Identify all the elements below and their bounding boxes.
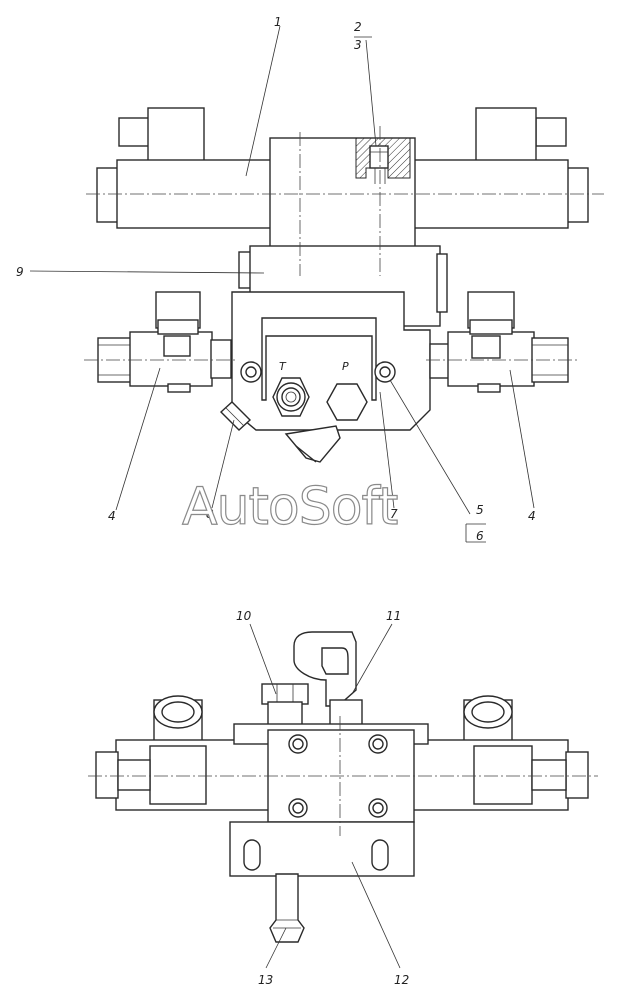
label-5: 5 (476, 503, 484, 517)
label-8: 8 (206, 507, 214, 521)
labels: 1 2 3 9 4 8 7 5 6 4 10 11 12 13 T P (16, 15, 536, 987)
right-fitting (429, 291, 569, 393)
label-1: 1 (274, 15, 282, 29)
top-view (84, 107, 604, 463)
leader-lines (29, 25, 535, 969)
front-plate (219, 291, 431, 463)
elbow-fitting (293, 631, 363, 727)
label-4-left: 4 (108, 509, 116, 523)
label-6: 6 (476, 529, 484, 543)
bottom-view (88, 631, 598, 943)
label-13: 13 (258, 973, 273, 987)
port-label-t: T (279, 360, 287, 373)
left-solenoid (96, 107, 274, 229)
round-caps (153, 695, 513, 747)
port-label-p: P (342, 360, 349, 373)
label-4-right: 4 (528, 509, 536, 523)
left-fitting (97, 291, 232, 393)
label-9: 9 (16, 265, 24, 279)
label-12: 12 (394, 973, 409, 987)
label-2: 2 (354, 20, 362, 34)
right-solenoid (411, 107, 589, 229)
watermark-text: AutoSoft (182, 477, 398, 537)
label-7: 7 (390, 507, 398, 521)
label-10: 10 (236, 609, 252, 623)
label-3: 3 (354, 38, 362, 52)
label-11: 11 (386, 609, 401, 623)
plug-fitting (261, 683, 309, 727)
